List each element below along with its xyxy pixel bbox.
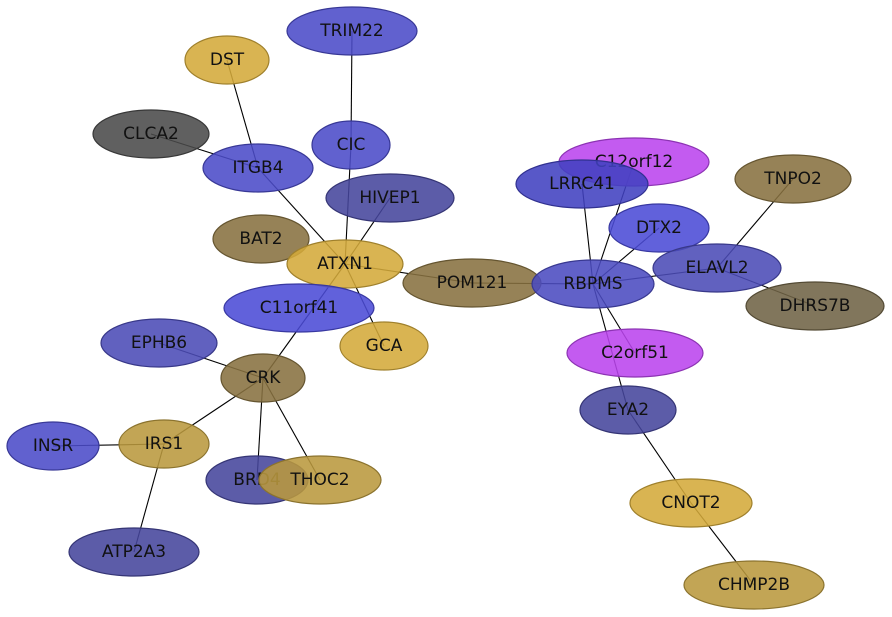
node-label-tnpo2: TNPO2	[763, 169, 822, 189]
node-chmp2b[interactable]: CHMP2B	[683, 560, 825, 610]
node-thoc2[interactable]: THOC2	[258, 455, 382, 505]
node-label-ephb6: EPHB6	[131, 333, 187, 353]
node-cic[interactable]: CIC	[311, 120, 391, 170]
node-hivep1[interactable]: HIVEP1	[325, 173, 455, 223]
node-ellipse-c2orf51[interactable]	[566, 328, 704, 378]
node-dtx2[interactable]: DTX2	[608, 203, 710, 253]
node-dst[interactable]: DST	[184, 35, 270, 85]
node-label-clca2: CLCA2	[123, 124, 179, 144]
node-trim22[interactable]: TRIM22	[286, 6, 418, 56]
node-label-trim22: TRIM22	[319, 21, 384, 41]
node-ellipse-bat2[interactable]	[212, 214, 310, 264]
node-label-chmp2b: CHMP2B	[718, 575, 790, 595]
node-ellipse-ephb6[interactable]	[100, 318, 218, 368]
node-ellipse-cic[interactable]	[311, 120, 391, 170]
node-ellipse-crk[interactable]	[220, 353, 306, 403]
node-ellipse-dhrs7b[interactable]	[745, 281, 885, 331]
node-label-lrrc41: LRRC41	[549, 174, 615, 194]
node-ellipse-dst[interactable]	[184, 35, 270, 85]
node-label-dhrs7b: DHRS7B	[780, 296, 851, 316]
node-ellipse-clca2[interactable]	[92, 109, 210, 159]
node-label-atp2a3: ATP2A3	[102, 542, 166, 562]
node-ellipse-c11orf41[interactable]	[223, 283, 375, 333]
node-c2orf51[interactable]: C2orf51	[566, 328, 704, 378]
node-atxn1[interactable]: ATXN1	[286, 239, 404, 289]
node-label-thoc2: THOC2	[289, 470, 349, 490]
node-ellipse-hivep1[interactable]	[325, 173, 455, 223]
node-dhrs7b[interactable]: DHRS7B	[745, 281, 885, 331]
node-label-crk: CRK	[246, 368, 282, 388]
node-ellipse-chmp2b[interactable]	[683, 560, 825, 610]
node-crk[interactable]: CRK	[220, 353, 306, 403]
node-ellipse-rbpms[interactable]	[531, 259, 655, 309]
node-label-rbpms: RBPMS	[563, 274, 622, 294]
node-gca[interactable]: GCA	[339, 321, 429, 371]
node-label-eya2: EYA2	[607, 400, 649, 420]
node-tnpo2[interactable]: TNPO2	[734, 154, 852, 204]
node-label-insr: INSR	[33, 436, 74, 456]
node-ellipse-atp2a3[interactable]	[68, 527, 200, 577]
node-label-bat2: BAT2	[239, 229, 282, 249]
node-c11orf41[interactable]: C11orf41	[223, 283, 375, 333]
node-label-itgb4: ITGB4	[232, 158, 283, 178]
node-ellipse-atxn1[interactable]	[286, 239, 404, 289]
node-cnot2[interactable]: CNOT2	[629, 478, 753, 528]
node-itgb4[interactable]: ITGB4	[202, 143, 314, 193]
node-insr[interactable]: INSR	[6, 421, 100, 471]
node-rbpms[interactable]: RBPMS	[531, 259, 655, 309]
node-label-dtx2: DTX2	[636, 218, 682, 238]
node-label-cnot2: CNOT2	[661, 493, 720, 513]
node-atp2a3[interactable]: ATP2A3	[68, 527, 200, 577]
node-label-atxn1: ATXN1	[317, 254, 373, 274]
node-label-c2orf51: C2orf51	[601, 343, 669, 363]
node-ephb6[interactable]: EPHB6	[100, 318, 218, 368]
node-ellipse-cnot2[interactable]	[629, 478, 753, 528]
node-elavl2[interactable]: ELAVL2	[652, 243, 782, 293]
node-bat2[interactable]: BAT2	[212, 214, 310, 264]
node-label-elavl2: ELAVL2	[685, 258, 748, 278]
node-ellipse-gca[interactable]	[339, 321, 429, 371]
node-eya2[interactable]: EYA2	[579, 385, 677, 435]
node-label-gca: GCA	[366, 336, 403, 356]
node-lrrc41[interactable]: LRRC41	[515, 159, 649, 209]
node-irs1[interactable]: IRS1	[118, 419, 210, 469]
node-label-pom121: POM121	[437, 273, 508, 293]
node-pom121[interactable]: POM121	[402, 258, 542, 308]
node-label-hivep1: HIVEP1	[359, 188, 420, 208]
node-ellipse-itgb4[interactable]	[202, 143, 314, 193]
node-label-dst: DST	[210, 50, 245, 70]
node-ellipse-elavl2[interactable]	[652, 243, 782, 293]
node-ellipse-tnpo2[interactable]	[734, 154, 852, 204]
node-clca2[interactable]: CLCA2	[92, 109, 210, 159]
node-label-irs1: IRS1	[145, 434, 183, 454]
node-label-cic: CIC	[337, 135, 366, 155]
node-ellipse-lrrc41[interactable]	[515, 159, 649, 209]
node-ellipse-trim22[interactable]	[286, 6, 418, 56]
node-ellipse-thoc2[interactable]	[258, 455, 382, 505]
node-ellipse-irs1[interactable]	[118, 419, 210, 469]
node-ellipse-dtx2[interactable]	[608, 203, 710, 253]
node-ellipse-insr[interactable]	[6, 421, 100, 471]
node-ellipse-eya2[interactable]	[579, 385, 677, 435]
node-label-c11orf41: C11orf41	[260, 298, 339, 318]
